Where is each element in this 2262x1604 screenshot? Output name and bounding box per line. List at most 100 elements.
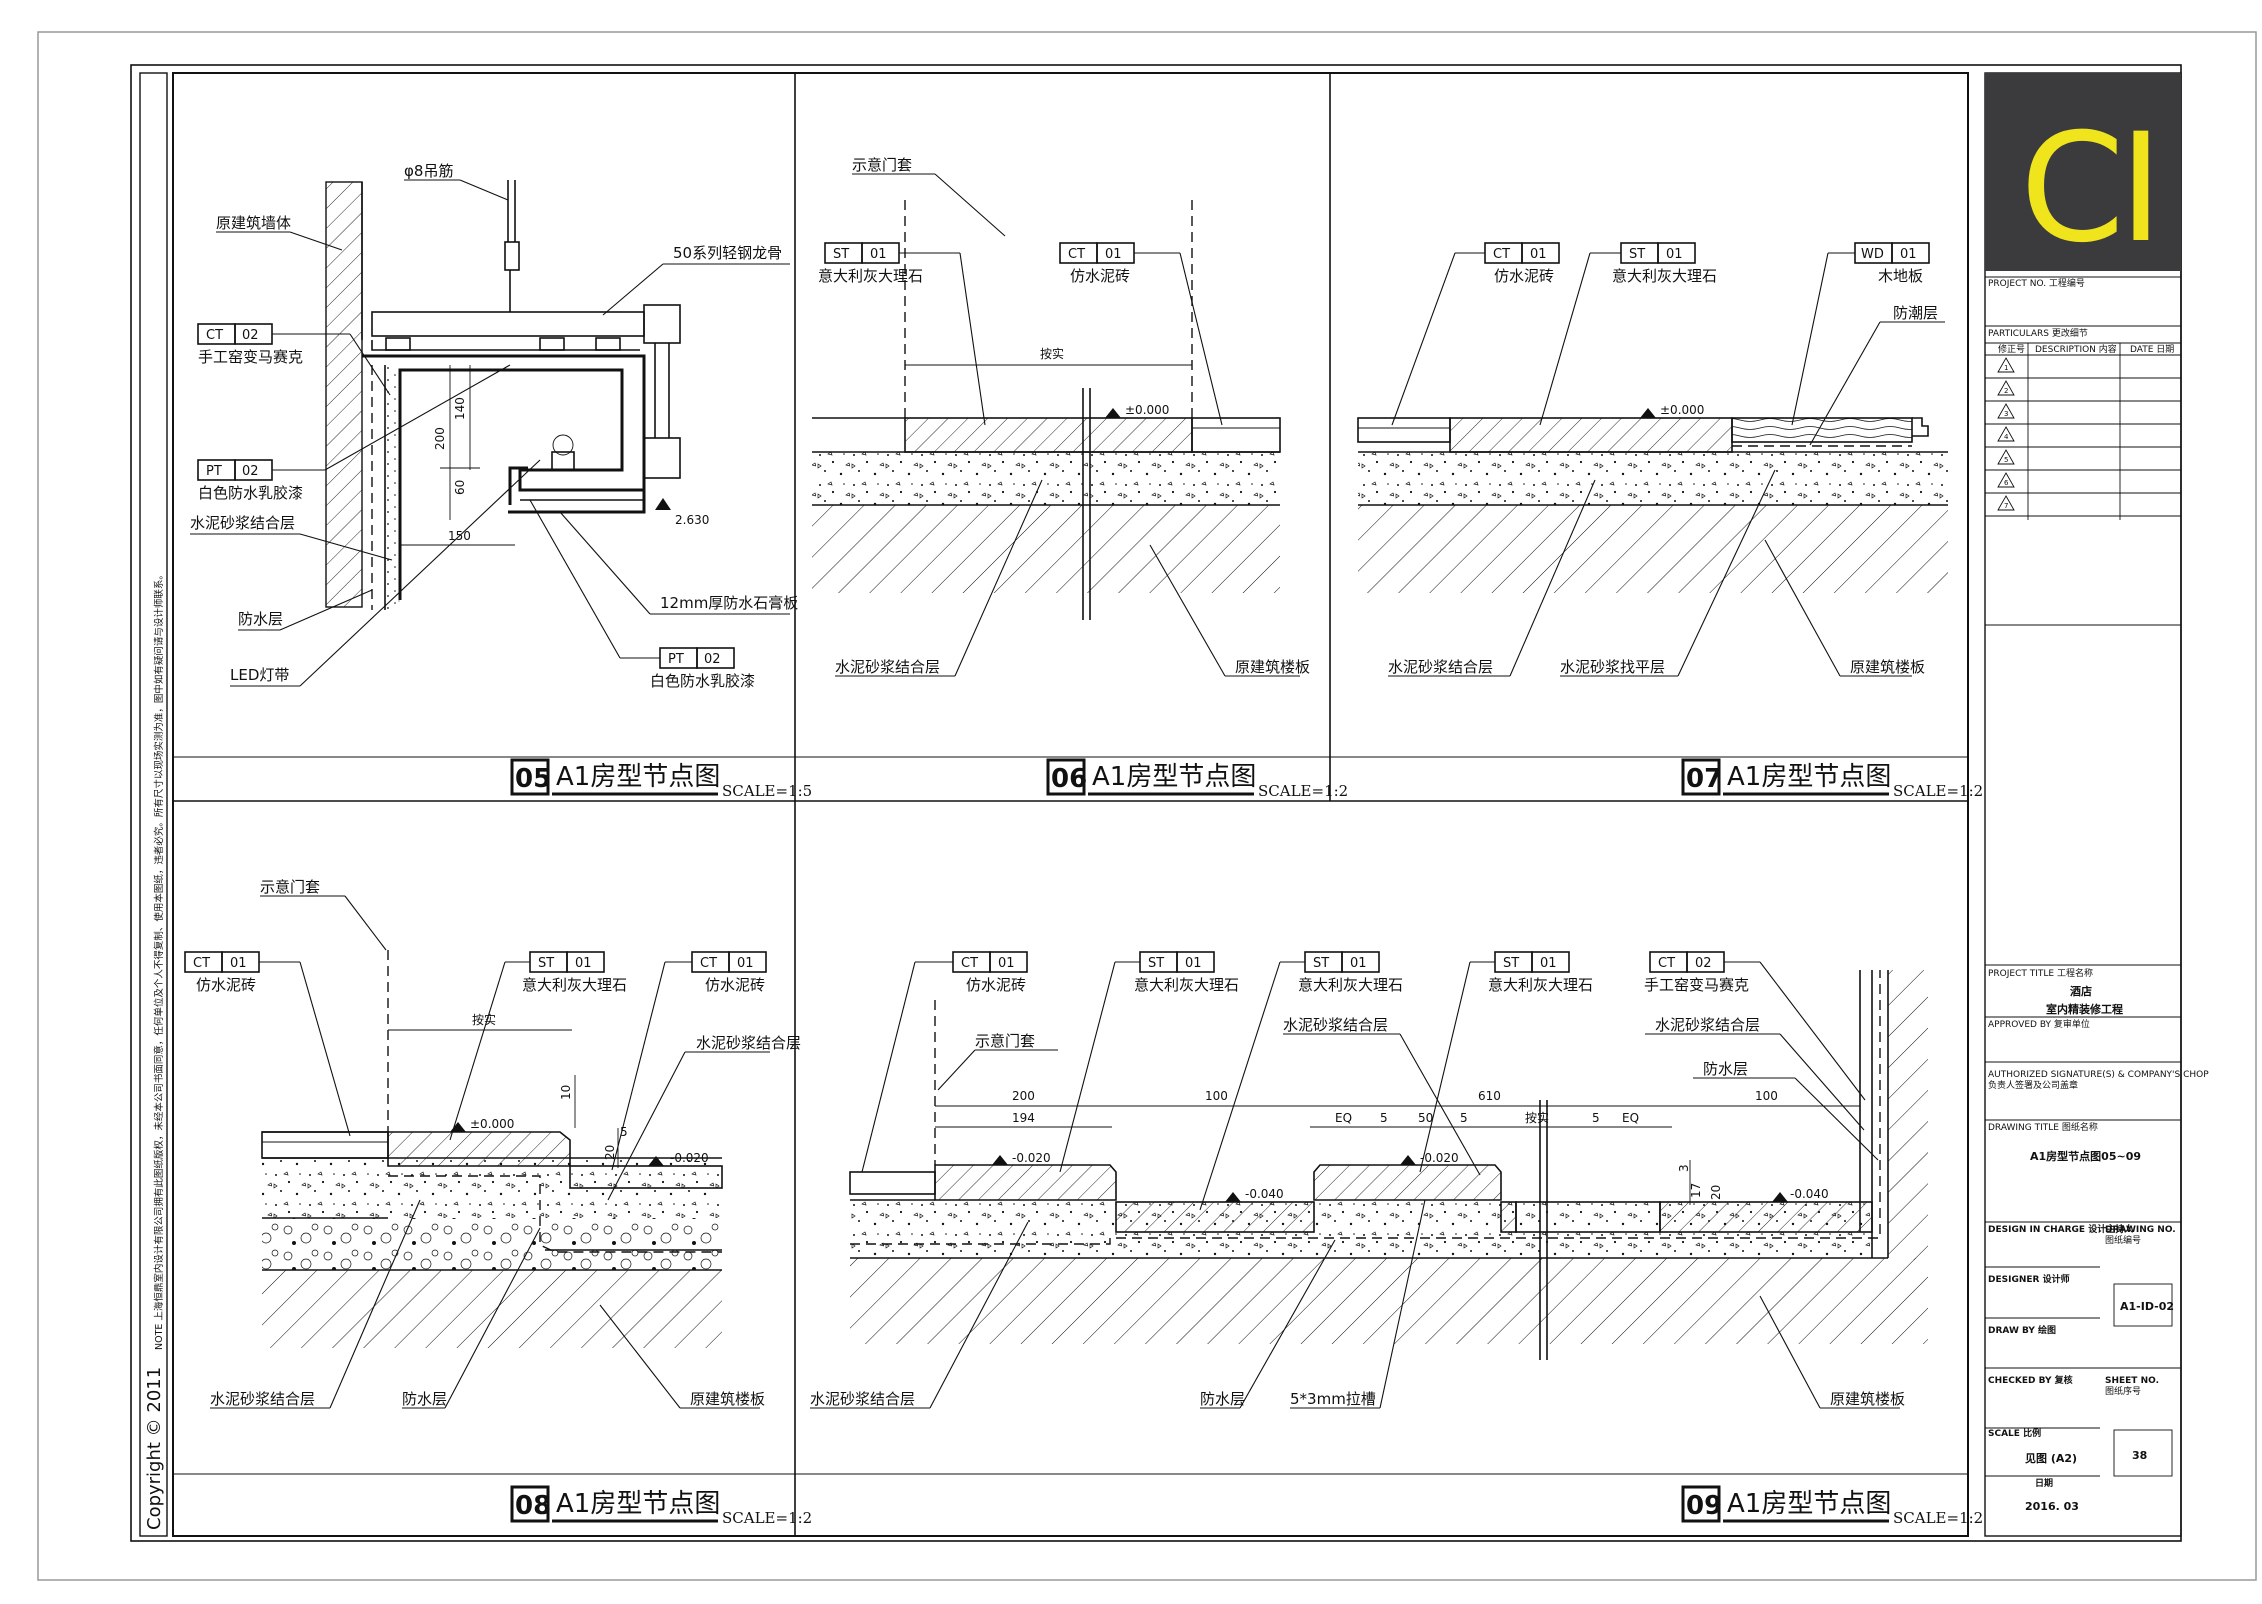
- label-cement-tile: 仿水泥砖: [1494, 267, 1554, 285]
- panel-09-title: A1房型节点图: [1727, 1489, 1891, 1519]
- marble-d: [1500, 1201, 1517, 1233]
- svg-text:ST: ST: [538, 956, 554, 971]
- dim-100: 100: [1205, 1089, 1228, 1103]
- tb-drawing-no-label: DRAWING NO.: [2105, 1225, 2176, 1235]
- level-d: -0.040: [1790, 1187, 1829, 1201]
- label-board: 12mm厚防水石膏板: [660, 594, 798, 612]
- svg-text:01: 01: [1105, 247, 1122, 262]
- side-strip: [139, 72, 168, 1537]
- tb-sheet-no-label: SHEET NO.: [2105, 1376, 2159, 1386]
- svg-text:CT: CT: [700, 956, 717, 971]
- label-waterproof: 防水层: [1200, 1390, 1245, 1408]
- panel-07-scale: SCALE=1:2: [1893, 782, 1983, 800]
- svg-text:6: 6: [2004, 479, 2009, 487]
- marble-a: [934, 1164, 1117, 1201]
- mortar-dots: [1358, 452, 1948, 505]
- svg-text:02: 02: [242, 464, 259, 479]
- label-pt-paint-2: 白色防水乳胶漆: [650, 672, 755, 690]
- dim-200: 200: [1012, 1089, 1035, 1103]
- panel-07-number: 07: [1686, 764, 1722, 794]
- svg-text:CT: CT: [193, 956, 210, 971]
- svg-text:ST: ST: [1148, 956, 1164, 971]
- label-mortar: 水泥砂浆结合层: [810, 1390, 915, 1408]
- dim-200: 200: [433, 427, 447, 450]
- cement-tile-right: [569, 1165, 723, 1189]
- tb-sheet-no-cn: 图纸序号: [2105, 1385, 2141, 1397]
- panel-06-number: 06: [1051, 764, 1087, 794]
- tb-approved: APPROVED BY 复审单位: [1988, 1018, 2090, 1030]
- svg-text:01: 01: [1350, 956, 1367, 971]
- tb-sheet-no: 38: [2132, 1449, 2147, 1462]
- marble-slab: [1449, 417, 1733, 453]
- label-wood: 木地板: [1878, 267, 1923, 285]
- label-mosaic: 手工窑变马赛克: [1644, 976, 1749, 994]
- tb-scale-value: 见图 (A2): [2025, 1452, 2077, 1465]
- tb-date-value: 2016. 03: [2025, 1500, 2079, 1513]
- svg-text:ST: ST: [1629, 247, 1645, 262]
- tag-ct01-b: CT 01: [691, 951, 767, 973]
- svg-text:5: 5: [2004, 456, 2008, 464]
- svg-text:01: 01: [1900, 247, 1917, 262]
- tb-col-desc: DESCRIPTION 内容: [2035, 343, 2117, 355]
- tb-col-date: DATE 日期: [2130, 344, 2174, 355]
- mortar-dots: [812, 452, 1280, 505]
- label-wall: 原建筑墙体: [216, 214, 291, 232]
- tb-col-rev: 修正号: [1998, 343, 2025, 355]
- level-0: ±0.000: [1125, 403, 1169, 417]
- svg-text:01: 01: [737, 956, 754, 971]
- svg-text:01: 01: [230, 956, 247, 971]
- label-mortar-top: 水泥砂浆结合层: [1283, 1016, 1388, 1034]
- label-slab: 原建筑楼板: [690, 1390, 765, 1408]
- label-door: 示意门套: [852, 156, 912, 174]
- slab-hatch: [1358, 505, 1948, 593]
- label-marble-a: 意大利灰大理石: [1134, 976, 1239, 994]
- dim-fit: 按实: [472, 1012, 496, 1027]
- dim-fit: 按实: [1040, 346, 1064, 361]
- panel-09-number: 09: [1686, 1491, 1722, 1521]
- dim-eq: EQ: [1335, 1111, 1352, 1125]
- dim-eq-2: EQ: [1622, 1111, 1639, 1125]
- dim-610: 610: [1478, 1089, 1501, 1103]
- slab-hatch: [850, 1258, 1928, 1344]
- tag-ct01: CT 01: [184, 951, 260, 973]
- svg-text:01: 01: [998, 956, 1015, 971]
- panel-05: 200 140 60 150 2.630 原建筑墙体 φ8吊筋 50系列轻钢龙骨…: [190, 162, 812, 800]
- dim-17: 17: [1689, 1183, 1703, 1198]
- panel-05-scale: SCALE=1:5: [722, 782, 812, 800]
- panel-07-title: A1房型节点图: [1727, 762, 1891, 792]
- label-cement-tile: 仿水泥砖: [966, 976, 1026, 994]
- drawing-area: [172, 72, 1969, 1537]
- svg-text:02: 02: [242, 328, 259, 343]
- tb-revision-rows: 1 2 3 4 5 6 7: [1985, 357, 2181, 517]
- tb-project-sub: 室内精装修工程: [2046, 1002, 2123, 1016]
- cement-tile: [1357, 417, 1451, 443]
- level-b: -0.040: [1245, 1187, 1284, 1201]
- svg-text:PT: PT: [668, 652, 684, 667]
- tb-designer: DESIGNER 设计师: [1988, 1273, 2070, 1285]
- marble-slab: [904, 417, 1193, 453]
- label-mortar: 水泥砂浆结合层: [190, 514, 295, 532]
- panel-06-title: A1房型节点图: [1092, 762, 1256, 792]
- svg-text:CT: CT: [961, 956, 978, 971]
- label-marble-c: 意大利灰大理石: [1488, 976, 1593, 994]
- svg-text:CT: CT: [1658, 956, 1675, 971]
- panel-08-title: A1房型节点图: [556, 1489, 720, 1519]
- label-slab: 原建筑楼板: [1830, 1390, 1905, 1408]
- label-pt-paint: 白色防水乳胶漆: [198, 484, 303, 502]
- svg-text:CT: CT: [1068, 247, 1085, 262]
- label-waterproof-right: 防水层: [1703, 1060, 1748, 1078]
- marble-threshold: [387, 1131, 571, 1167]
- label-marble: 意大利灰大理石: [1612, 267, 1717, 285]
- logo-text: CI: [2020, 102, 2157, 276]
- svg-text:01: 01: [1185, 956, 1202, 971]
- panel-05-title: A1房型节点图: [556, 762, 720, 792]
- mortar-layer: [385, 365, 400, 610]
- label-cement-tile: 仿水泥砖: [1070, 267, 1130, 285]
- tb-drawing-title-label: DRAWING TITLE 图纸名称: [1988, 1121, 2098, 1133]
